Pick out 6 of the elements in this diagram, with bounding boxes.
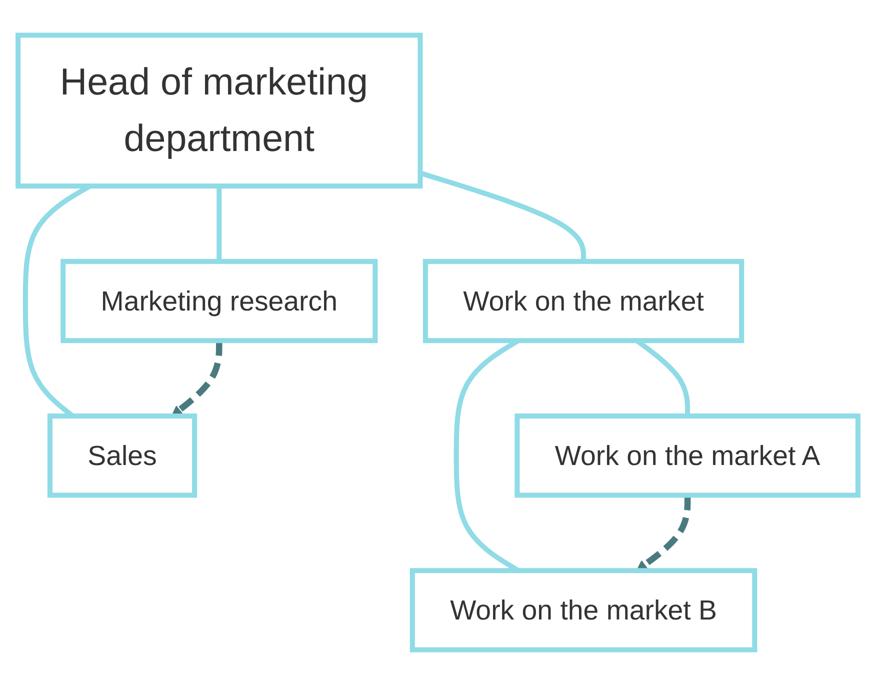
node-box: Marketing research xyxy=(60,258,378,344)
node-box: Work on the market xyxy=(422,258,744,344)
node-box: Work on the market A xyxy=(514,414,860,498)
node-box: Head of marketing department xyxy=(16,32,423,189)
node-box: Sales xyxy=(47,414,198,498)
node-box: Work on the market B xyxy=(410,568,758,652)
